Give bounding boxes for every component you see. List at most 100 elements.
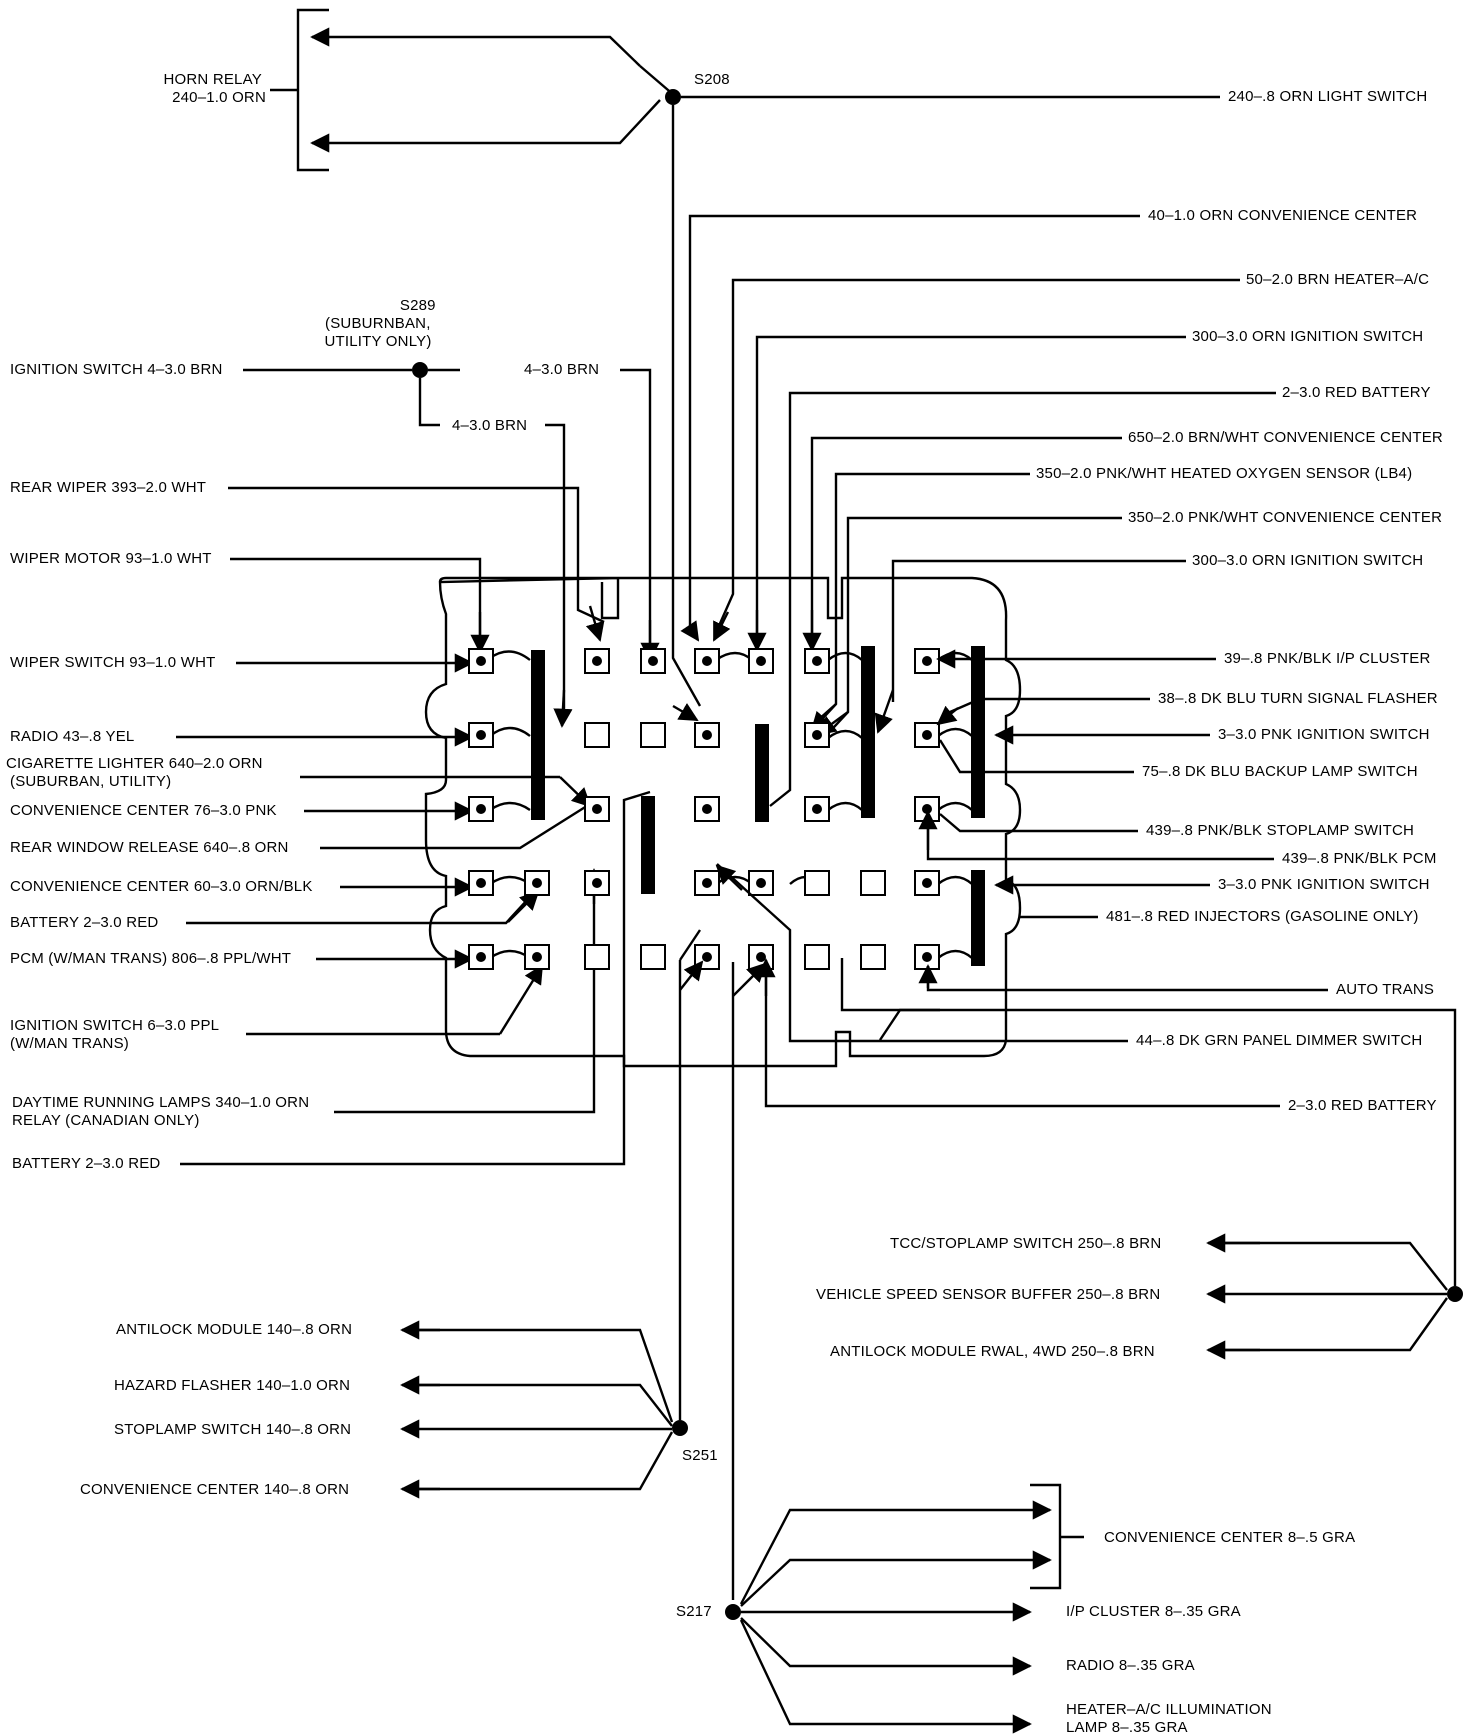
pcm-439-label: 439–.8 PNK/BLK PCM xyxy=(1282,850,1437,867)
cavity xyxy=(584,944,610,970)
label-conv-center-650: 650–2.0 BRN/WHT CONVENIENCE CENTER xyxy=(1128,429,1443,446)
splice-s208-label: S208 xyxy=(694,71,730,88)
brn-4b-label: 4–3.0 BRN xyxy=(452,417,527,434)
stoplamp-439-label: 439–.8 PNK/BLK STOPLAMP SWITCH xyxy=(1146,822,1414,839)
splice-s251-dot xyxy=(672,1420,688,1436)
label-conv-center-40: 40–1.0 ORN CONVENIENCE CENTER xyxy=(1148,207,1417,224)
wiper-switch-label: WIPER SWITCH 93–1.0 WHT xyxy=(10,654,215,671)
backup-lamp-label: 75–.8 DK BLU BACKUP LAMP SWITCH xyxy=(1142,763,1418,780)
terminal-pin xyxy=(532,952,542,962)
cavity xyxy=(804,722,830,748)
vss-splice-group: TCC/STOPLAMP SWITCH 250–.8 BRN VEHICLE S… xyxy=(816,1233,1463,1360)
cavity xyxy=(860,944,886,970)
splice-s289-label: S289 (SUBURNBAN, UTILITY ONLY) xyxy=(324,297,440,350)
terminal-pin xyxy=(702,730,712,740)
battery-2a-label: BATTERY 2–3.0 RED xyxy=(10,914,158,931)
label-heater-ac-50: 50–2.0 BRN HEATER–A/C xyxy=(1246,271,1429,288)
terminal-pin xyxy=(592,656,602,666)
cavity xyxy=(804,870,830,896)
radio-43-label: RADIO 43–.8 YEL xyxy=(10,728,134,745)
ip-cluster-8-label: I/P CLUSTER 8–.35 GRA xyxy=(1066,1603,1241,1620)
terminal-pin xyxy=(922,656,932,666)
battery-2b-label: BATTERY 2–3.0 RED xyxy=(12,1155,160,1172)
s217-group: S217 CONVENIENCE CENTER 8–.5 GRA I/P CLU… xyxy=(676,962,1355,1736)
cavity xyxy=(694,870,720,896)
horn-relay-label: HORN RELAY 240–1.0 ORN xyxy=(163,71,266,106)
ip-cluster-39-label: 39–.8 PNK/BLK I/P CLUSTER xyxy=(1224,650,1430,667)
wiper-motor-label: WIPER MOTOR 93–1.0 WHT xyxy=(10,550,212,567)
splice-s217-dot xyxy=(725,1604,741,1620)
turn-flasher-label: 38–.8 DK BLU TURN SIGNAL FLASHER xyxy=(1158,690,1438,707)
terminal-pin xyxy=(476,878,486,888)
heater-lamp-label: HEATER–A/C ILLUMINATION LAMP 8–.35 GRA xyxy=(1066,1701,1276,1736)
cavity xyxy=(748,870,774,896)
cig-lighter-label: CIGARETTE LIGHTER 640–2.0 ORN (SUBURBAN,… xyxy=(6,755,267,790)
cavity xyxy=(584,722,610,748)
terminal-pin xyxy=(476,804,486,814)
terminal-pins xyxy=(476,656,932,962)
s251-group: S251 ANTILOCK MODULE 140–.8 ORN HAZARD F… xyxy=(80,929,718,1499)
radio-8-label: RADIO 8–.35 GRA xyxy=(1066,1657,1195,1674)
horn-relay-group: S208 HORN RELAY 240–1.0 ORN 240–.8 ORN L… xyxy=(163,8,1427,722)
hazard-140-label: HAZARD FLASHER 140–1.0 ORN xyxy=(114,1377,350,1394)
terminal-pin xyxy=(756,656,766,666)
conv-center-140-label: CONVENIENCE CENTER 140–.8 ORN xyxy=(80,1481,349,1498)
antilock-rwal-label: ANTILOCK MODULE RWAL, 4WD 250–.8 BRN xyxy=(830,1343,1155,1360)
ign-switch-3b-label: 3–3.0 PNK IGNITION SWITCH xyxy=(1218,876,1430,893)
label-ign-switch-300b: 300–3.0 ORN IGNITION SWITCH xyxy=(1192,552,1423,569)
ign-switch-4-label: IGNITION SWITCH 4–3.0 BRN xyxy=(10,361,223,378)
auto-trans-label: AUTO TRANS xyxy=(1336,981,1434,998)
right-side-feeds: 39–.8 PNK/BLK I/P CLUSTER 38–.8 DK BLU T… xyxy=(715,649,1457,1286)
terminal-pin xyxy=(922,730,932,740)
light-switch-label: 240–.8 ORN LIGHT SWITCH xyxy=(1228,88,1427,105)
label-red-battery-2a: 2–3.0 RED BATTERY xyxy=(1282,384,1431,401)
rear-wiper-label: REAR WIPER 393–2.0 WHT xyxy=(10,479,206,496)
splice-s217-label: S217 xyxy=(676,1603,712,1620)
antilock-140-label: ANTILOCK MODULE 140–.8 ORN xyxy=(116,1321,352,1338)
terminal-pin xyxy=(702,952,712,962)
cavity xyxy=(524,870,550,896)
red-battery-2b-label: 2–3.0 RED BATTERY xyxy=(1288,1097,1437,1114)
cavity xyxy=(804,944,830,970)
conv-center-8-label: CONVENIENCE CENTER 8–.5 GRA xyxy=(1104,1529,1355,1546)
pcm-man-label: PCM (W/MAN TRANS) 806–.8 PPL/WHT xyxy=(10,950,291,967)
conv-center-76-label: CONVENIENCE CENTER 76–3.0 PNK xyxy=(10,802,277,819)
label-heated-o2-350: 350–2.0 PNK/WHT HEATED OXYGEN SENSOR (LB… xyxy=(1036,465,1412,482)
vss-buffer-label: VEHICLE SPEED SENSOR BUFFER 250–.8 BRN xyxy=(816,1286,1160,1303)
tcc-stoplamp-label: TCC/STOPLAMP SWITCH 250–.8 BRN xyxy=(890,1235,1161,1252)
terminal-pin xyxy=(592,878,602,888)
splice-s251-label: S251 xyxy=(682,1447,718,1464)
terminal-pin xyxy=(648,656,658,666)
conv-center-60-label: CONVENIENCE CENTER 60–3.0 ORN/BLK xyxy=(10,878,313,895)
terminal-pin xyxy=(756,952,766,962)
terminal-pin xyxy=(812,656,822,666)
terminal-pin xyxy=(812,804,822,814)
rear-window-label: REAR WINDOW RELEASE 640–.8 ORN xyxy=(10,839,289,856)
terminal-pin xyxy=(532,878,542,888)
cavity xyxy=(640,722,666,748)
brn-4a-label: 4–3.0 BRN xyxy=(524,361,599,378)
injectors-label: 481–.8 RED INJECTORS (GASOLINE ONLY) xyxy=(1106,908,1419,925)
drl-label: DAYTIME RUNNING LAMPS 340–1.0 ORN RELAY … xyxy=(12,1094,314,1129)
label-ign-switch-300a: 300–3.0 ORN IGNITION SWITCH xyxy=(1192,328,1423,345)
ign-switch-6-label: IGNITION SWITCH 6–3.0 PPL (W/MAN TRANS) xyxy=(10,1017,223,1052)
terminal-pin xyxy=(702,656,712,666)
label-conv-center-350: 350–2.0 PNK/WHT CONVENIENCE CENTER xyxy=(1128,509,1442,526)
terminal-pin xyxy=(922,878,932,888)
s289-group: IGNITION SWITCH 4–3.0 BRN 4–3.0 BRN 4–3.… xyxy=(10,297,660,728)
cavity xyxy=(640,944,666,970)
fuse-block xyxy=(424,576,1022,1068)
splice-s208-dot xyxy=(665,89,681,105)
cavity xyxy=(860,870,886,896)
cavity-grid xyxy=(468,648,940,970)
cavity xyxy=(804,796,830,822)
cavity xyxy=(584,870,610,896)
ign-switch-3a-label: 3–3.0 PNK IGNITION SWITCH xyxy=(1218,726,1430,743)
terminal-pin xyxy=(702,804,712,814)
terminal-pin xyxy=(476,952,486,962)
terminal-pin xyxy=(702,878,712,888)
splice-vss-dot xyxy=(1447,1286,1463,1302)
terminal-pin xyxy=(592,804,602,814)
terminal-pin xyxy=(476,656,486,666)
